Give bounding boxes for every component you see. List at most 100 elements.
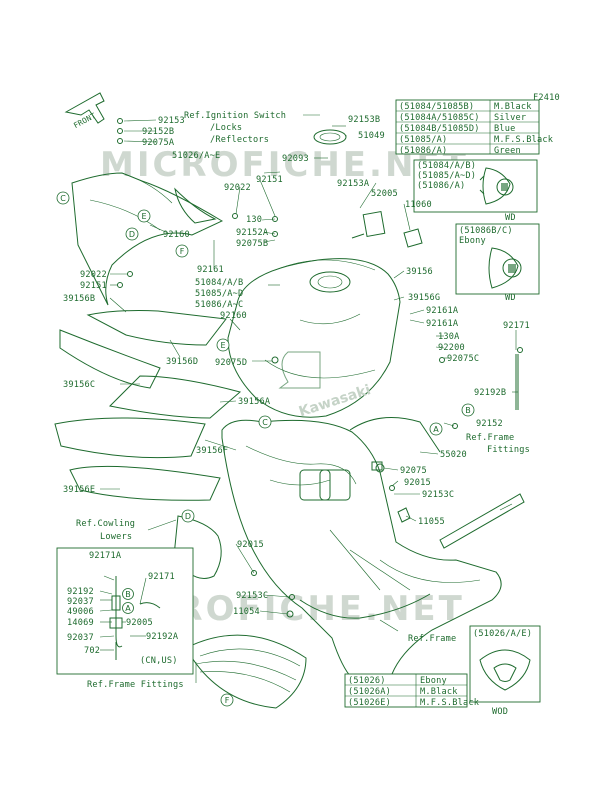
pad-39156c: [59, 329, 161, 389]
figure-code: F2410: [533, 93, 560, 103]
part-label: 92075: [400, 466, 427, 476]
emblem-icon: [488, 247, 522, 289]
part-label: 52005: [371, 189, 398, 199]
color-name: Green: [494, 146, 521, 156]
bracket-part: [351, 211, 386, 239]
color-part: (51084/51085B): [399, 102, 474, 112]
marker-f: F: [180, 247, 185, 256]
part-label: 92160: [163, 230, 190, 240]
marker-e: E: [141, 212, 146, 221]
inset-ebony-tag: WD: [505, 293, 516, 303]
pad-39156e: [69, 465, 221, 501]
color-table-top: (51084/51085B) M.Black (51084A/51085C) S…: [395, 99, 554, 156]
color-name: Blue: [494, 124, 516, 134]
part-label: 92151: [80, 281, 107, 291]
leader-lines: [99, 114, 518, 683]
marker-f2: F: [225, 696, 230, 705]
marker-b2: B: [125, 590, 131, 599]
part-label: (CN,US): [140, 656, 178, 666]
inset-ebony-line1: (51086B/C): [459, 226, 513, 236]
part-label: 92192A: [146, 632, 179, 642]
marker-e2: E: [220, 341, 225, 350]
part-label: Ref.Cowling: [76, 519, 135, 529]
color-part: (51084B/51085D): [399, 124, 480, 134]
part-label: 39156G: [408, 293, 440, 303]
inset-wd-line1: (51084/A/B): [417, 161, 476, 171]
part-label: 51085/A~D: [195, 289, 243, 299]
inset-ebony: (51086B/C) Ebony WD: [455, 223, 540, 303]
part-label: 39156F: [196, 446, 228, 456]
marker-d: D: [129, 230, 135, 239]
part-label: 92200: [438, 343, 465, 353]
part-label: 92152B: [142, 127, 174, 137]
part-label: 51026/A~E: [172, 151, 220, 161]
color-part: (51026E): [348, 698, 391, 708]
part-label: 49006: [67, 607, 94, 617]
front-arrow-icon: FRONT: [64, 92, 105, 130]
part-label: 92160: [220, 311, 247, 321]
part-label: 92192: [67, 587, 94, 597]
part-label: 702: [84, 646, 100, 656]
pad-39156b: [86, 310, 227, 346]
color-part: (51086/A): [399, 146, 447, 156]
part-label: 92153A: [337, 179, 370, 189]
part-label: 92015: [237, 540, 264, 550]
part-label: 92015: [404, 478, 431, 488]
callout-labels: 92153 92152B 92075A 51026/A~E Ref.Igniti…: [63, 111, 530, 690]
part-label: 92153B: [348, 115, 380, 125]
part-label: 92022: [224, 183, 251, 193]
inset-ebony-line2: Ebony: [459, 236, 486, 246]
frame-outline: [221, 417, 502, 684]
part-label: 14069: [67, 618, 94, 628]
part-label: 92153C: [422, 490, 454, 500]
kawasaki-logo: Kawasaki: [278, 351, 373, 420]
part-label: 92037: [67, 597, 94, 607]
part-label: /Locks: [210, 123, 242, 133]
pad-39156f: [54, 417, 206, 459]
part-label: 92192B: [474, 388, 506, 398]
part-label: 51049: [358, 131, 385, 141]
part-label: 130: [246, 215, 262, 225]
color-table-bottom: (51026) Ebony (51026A) M.Black (51026E) …: [344, 673, 480, 708]
inset-wod: (51026/A/E) WOD: [469, 625, 541, 717]
part-label: /Reflectors: [210, 135, 269, 145]
part-label: 39156D: [166, 357, 198, 367]
part-label: 11060: [405, 200, 432, 210]
tank-cap-part: [313, 129, 347, 145]
part-label: 92161: [197, 265, 224, 275]
side-cover-left: [71, 172, 224, 306]
part-label: 51086/A~C: [195, 300, 243, 310]
bracket-11055: [397, 507, 411, 523]
inset-wd: (51084/A/B) (51085/A~D) (51086/A) WD: [413, 159, 538, 223]
color-name: M.Black: [494, 102, 532, 112]
inset-wd-tag: WD: [505, 213, 516, 223]
part-label: 11054: [233, 607, 260, 617]
part-label: 92075D: [215, 358, 247, 368]
part-label: 92153: [158, 116, 185, 126]
part-label: 92093: [282, 154, 309, 164]
plate-part: [403, 228, 423, 248]
part-label: Fittings: [487, 445, 530, 455]
inset-wd-line2: (51085/A~D): [417, 171, 476, 181]
circle-markers: C E D F E C B A D B A F: [56, 191, 475, 707]
part-label: 92171: [503, 321, 530, 331]
part-label: 92037: [67, 633, 94, 643]
part-label: 92075A: [142, 138, 175, 148]
marker-b: B: [465, 406, 471, 415]
inset-wd-line3: (51086/A): [417, 181, 465, 191]
rail-92192b: [515, 354, 519, 410]
pad-39156a: [108, 375, 242, 419]
color-name: M.Black: [420, 687, 458, 697]
rail-right: [439, 493, 525, 549]
inset-wod-header: (51026/A/E): [473, 629, 532, 639]
cover-f: [185, 634, 307, 709]
emblem-icon: [479, 167, 514, 205]
part-label: 92022: [80, 270, 107, 280]
part-label: Ref.Ignition Switch: [184, 111, 286, 121]
fuel-tank-outline: [227, 258, 401, 418]
part-label: 11055: [418, 517, 445, 527]
marker-c: C: [60, 194, 66, 203]
part-label: 39156A: [238, 397, 271, 407]
marker-a2: A: [125, 604, 131, 613]
